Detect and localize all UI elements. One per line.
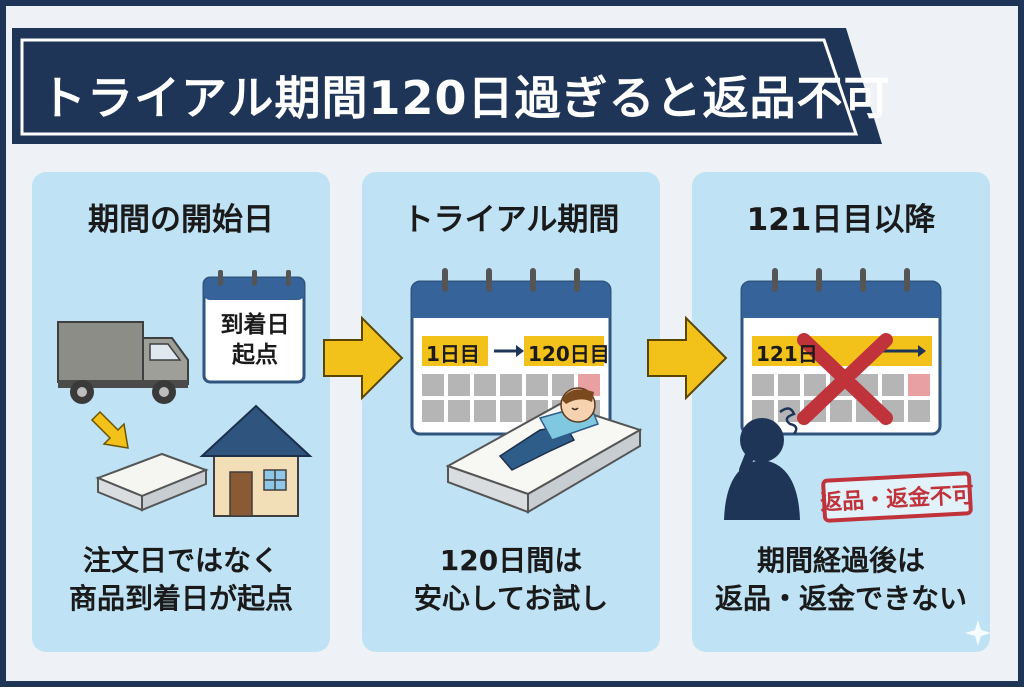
calendar-label-line: 到着日	[220, 312, 290, 338]
panel-title: 期間の開始日	[88, 202, 274, 238]
truck-icon	[57, 321, 189, 404]
caption-line: 注文日ではなく	[82, 544, 279, 577]
panel-caption: 120日間は 安心してお試し	[362, 542, 660, 618]
calendar-day-cell	[882, 374, 904, 396]
calendar-day-cell	[830, 400, 852, 422]
house-icon	[199, 404, 313, 517]
calendar-day-cell	[500, 374, 522, 396]
caption-line: 期間経過後は	[756, 544, 925, 577]
caption-line: 商品到着日が起点	[68, 582, 293, 615]
arrow-right-icon	[647, 315, 728, 401]
panel-caption: 注文日ではなく 商品到着日が起点	[32, 542, 330, 618]
x-mark-icon	[797, 333, 893, 425]
caption-line: 安心してお試し	[413, 582, 609, 615]
calendar-day-cell	[474, 400, 496, 422]
panel-start-date: 期間の開始日 注文日ではなく 商品到着日が起点	[32, 172, 330, 652]
calendar-day-cell	[752, 400, 774, 422]
page-title: トライアル期間120日過ぎると返品不可	[40, 71, 891, 125]
calendar-label-line: 起点	[232, 342, 278, 368]
calendar-day-cell	[500, 400, 522, 422]
calendar-day-cell	[778, 400, 800, 422]
calendar-day-cell	[526, 374, 548, 396]
no-refund-stamp: 返品・返金不可	[820, 471, 975, 523]
arrow-down-icon	[90, 410, 129, 449]
calendar-day-cell	[908, 374, 930, 396]
mattress-icon	[95, 452, 209, 512]
panel-title: トライアル期間	[402, 202, 620, 238]
calendar-day-cell	[448, 400, 470, 422]
calendar-day-cell	[908, 400, 930, 422]
calendar-day-cell	[448, 374, 470, 396]
sleeping-person-icon	[498, 387, 599, 471]
caption-line: 返品・返金できない	[714, 582, 967, 615]
calendar-day-cell	[422, 400, 444, 422]
calendar-day-cell	[778, 374, 800, 396]
title-banner	[12, 28, 882, 144]
range-start-label: 1日目	[426, 342, 480, 366]
troubled-person-icon	[724, 407, 800, 520]
calendar-label: 到着日 起点	[206, 300, 304, 380]
caption-line: 120日間は	[439, 544, 583, 577]
sparkle-icon	[965, 620, 991, 646]
calendar-day-cell	[474, 374, 496, 396]
calendar-icon	[202, 270, 306, 384]
panel-title: 121日目以降	[746, 202, 936, 238]
range-start-label: 121日	[756, 342, 818, 366]
arrow-right-icon	[323, 315, 404, 401]
calendar-day-cell	[422, 374, 444, 396]
panel-caption: 期間経過後は 返品・返金できない	[692, 542, 990, 618]
range-end-label: 120日目	[528, 342, 610, 366]
calendar-day-cell	[752, 374, 774, 396]
calendar-day-cell	[804, 374, 826, 396]
